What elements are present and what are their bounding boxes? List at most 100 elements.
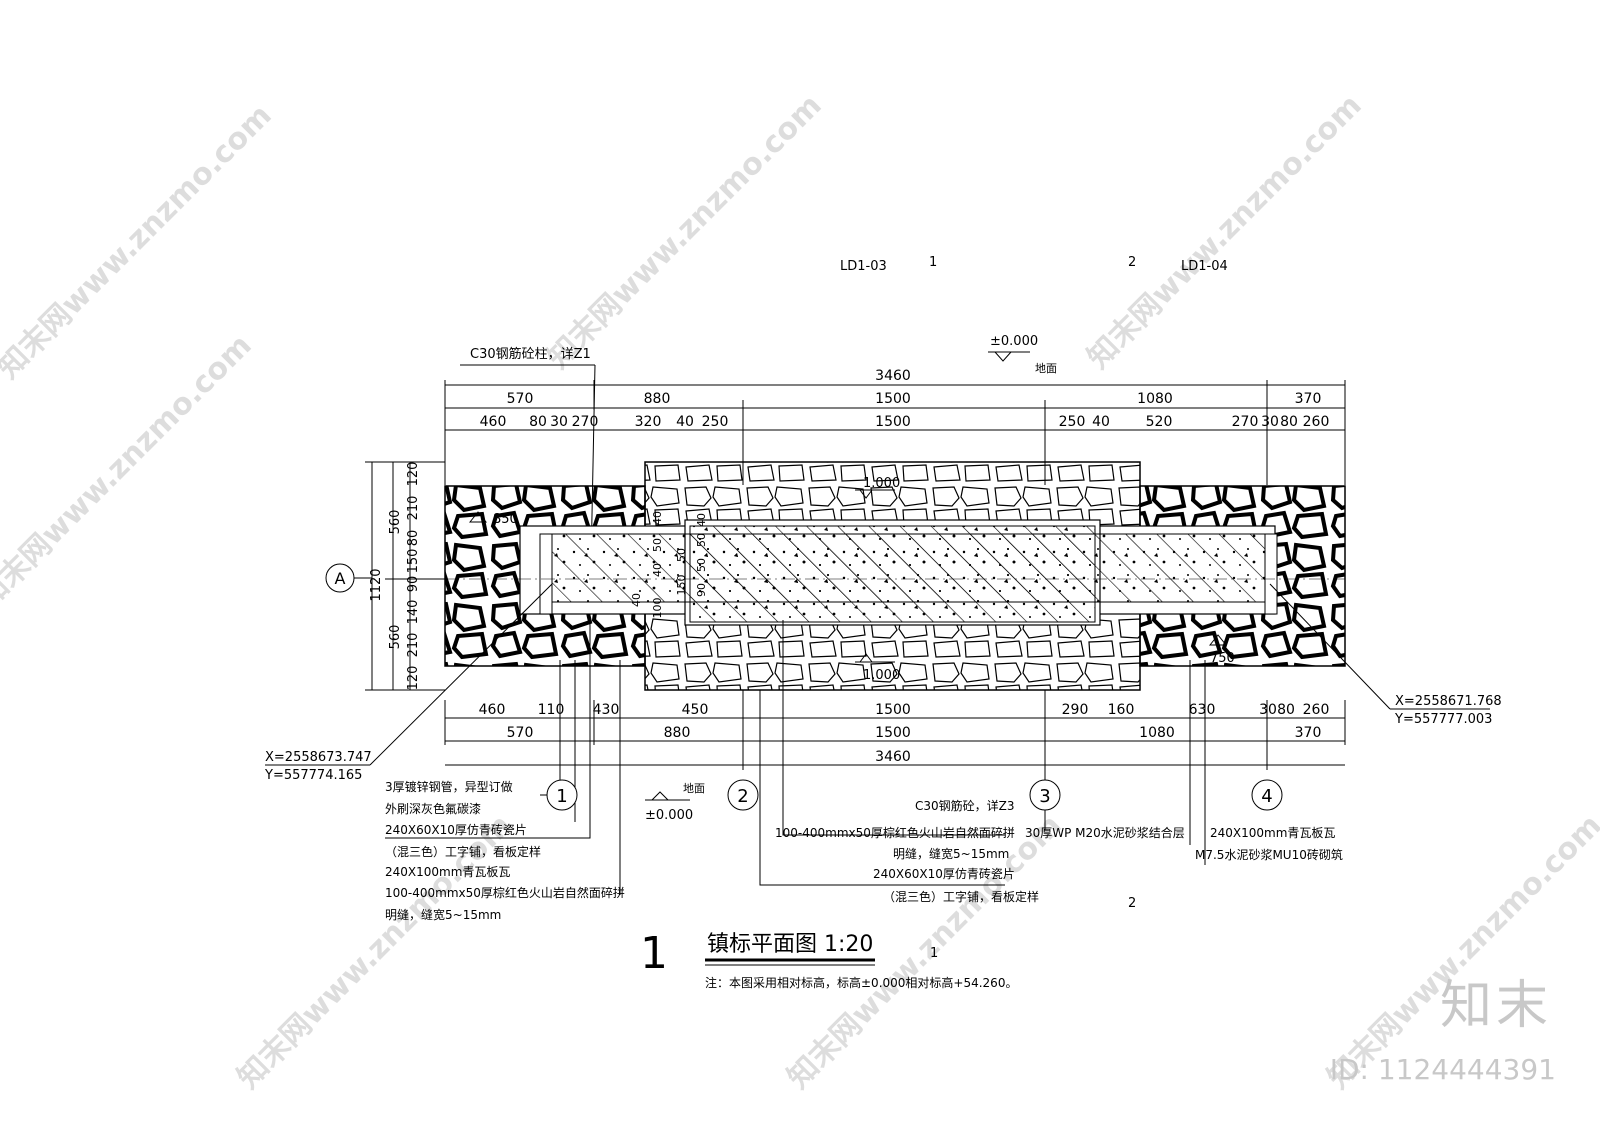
top-dim-1: 570 xyxy=(507,391,534,407)
detail-marker-3: 3 xyxy=(1029,779,1061,811)
inner-dim: 40 xyxy=(651,563,664,577)
bottom-sub-dim: 460 xyxy=(479,702,506,718)
note-line: 240X100mm青瓦板瓦 xyxy=(385,865,510,879)
sheet-ref-right: LD1-04 xyxy=(1181,259,1228,274)
bottom-sub-dim: 630 xyxy=(1189,702,1216,718)
inner-dim: 50 xyxy=(695,558,708,572)
note-line: 240X60X10厚仿青砖瓷片 xyxy=(873,866,1015,881)
coord-right-y: Y=557777.003 xyxy=(1394,712,1492,727)
inner-dim: 150 xyxy=(675,575,688,596)
inner-dim: 90 xyxy=(695,583,708,597)
top-sub-dim: 30 xyxy=(550,414,568,430)
left-seg-dim: 90 xyxy=(406,576,421,593)
detail-marker-1: 1 xyxy=(546,779,578,811)
top-dim-4: 1080 xyxy=(1137,391,1173,407)
bottom-sub-dim: 430 xyxy=(593,702,620,718)
elev-upper: 1.000 xyxy=(863,476,900,491)
note-line: 240X100mm青瓦板瓦 xyxy=(1210,826,1335,840)
top-sub-dim: 270 xyxy=(1232,414,1259,430)
top-sub-dim: 250 xyxy=(702,414,729,430)
note-line: M7.5水泥砂浆MU10砖砌筑 xyxy=(1195,847,1343,862)
left-half-dim: 560 xyxy=(388,510,403,535)
ground-elev-top: ±0.000 xyxy=(990,334,1038,349)
note-three: 30厚WP M20水泥砂浆结合层 xyxy=(1025,825,1185,840)
bottom-sub-dim: 30 xyxy=(1259,702,1277,718)
top-sub-dim: 260 xyxy=(1303,414,1330,430)
note-line: 100-400mmx50厚棕红色火山岩自然面碎拼 xyxy=(385,885,625,900)
note-line: 明缝，缝宽5~15mm xyxy=(385,907,501,922)
sheet-ref-right-num: 2 xyxy=(1128,255,1136,270)
marker-label: 3 xyxy=(1039,786,1050,807)
coord-left-y: Y=557774.165 xyxy=(264,768,362,783)
bottom-dimensions xyxy=(444,690,1346,770)
left-seg-dim: 210 xyxy=(406,496,421,521)
note-mid-top: C30钢筋砼，详Z3 xyxy=(915,798,1015,813)
detail-marker-2: 2 xyxy=(727,779,759,811)
note-line: （混三色）工字铺，看板定样 xyxy=(385,844,541,859)
left-seg-dim: 150 xyxy=(406,549,421,574)
left-seg-dim: 120 xyxy=(406,462,421,487)
sheet-ref-left: LD1-03 xyxy=(840,259,887,274)
axis-marker-a: A xyxy=(325,563,372,593)
top-sub-dim: 460 xyxy=(480,414,507,430)
notes-left: 3厚镀锌钢管，异型订做 外刷深灰色氟碳漆 240X60X10厚仿青砖瓷片 （混三… xyxy=(385,779,625,922)
drawing-title: 1 镇标平面图 1:20 xyxy=(640,928,875,979)
left-seg-dim: 80 xyxy=(406,530,421,547)
top-sub-dim: 270 xyxy=(572,414,599,430)
bottom-sub-dim: 450 xyxy=(682,702,709,718)
inner-dim: 50 xyxy=(651,538,664,552)
top-sub-dim: 320 xyxy=(635,414,662,430)
bottom-sub-dim: 290 xyxy=(1062,702,1089,718)
marker-label: 4 xyxy=(1261,786,1272,807)
inner-dim: 50 xyxy=(675,548,688,562)
top-sub-dim: 40 xyxy=(1092,414,1110,430)
ground-mark-bottom: 地面 ±0.000 xyxy=(645,782,705,823)
elev-left: 850 xyxy=(493,512,518,527)
bottom-sub-dim: 1500 xyxy=(875,702,911,718)
ground-mark-top: ±0.000 地面 xyxy=(988,334,1057,375)
top-sub-dim: 1500 xyxy=(875,414,911,430)
top-dim-3: 1500 xyxy=(875,391,911,407)
inner-dim: 40 xyxy=(630,593,643,607)
left-half-dim: 560 xyxy=(388,625,403,650)
stray-label-two: 2 xyxy=(1128,896,1136,911)
watermark-text: 知末网www.znzmo.com xyxy=(541,88,829,376)
footnote: 注：本图采用相对标高，标高±0.000相对标高+54.260。 xyxy=(705,975,1017,990)
note-line: 240X60X10厚仿青砖瓷片 xyxy=(385,822,527,837)
top-sub-dim: 520 xyxy=(1146,414,1173,430)
watermark-id: ID: 1124444391 xyxy=(1329,1053,1556,1086)
top-dim-2: 880 xyxy=(644,391,671,407)
bottom-dim: 1500 xyxy=(875,725,911,741)
note-line: 100-400mmx50厚棕红色火山岩自然面碎拼 xyxy=(775,825,1015,840)
title-number: 1 xyxy=(640,928,668,979)
stray-label-one: 1 xyxy=(930,946,938,961)
axis-label: A xyxy=(335,569,346,588)
watermark-text: 知末网www.znzmo.com xyxy=(1081,88,1369,376)
watermark-brand: 知末 xyxy=(1439,976,1552,1036)
bottom-sub-dim: 80 xyxy=(1277,702,1295,718)
inner-dim: 40 xyxy=(651,511,664,525)
notes-mid: 100-400mmx50厚棕红色火山岩自然面碎拼 明缝，缝宽5~15mm 240… xyxy=(775,825,1039,904)
top-dimensions xyxy=(444,380,1346,485)
top-total-dim: 3460 xyxy=(875,368,911,384)
note-line: （混三色）工字铺，看板定样 xyxy=(883,889,1039,904)
watermark-text: 知末网www.znzmo.com xyxy=(0,328,259,616)
elev-lower: 1.000 xyxy=(863,668,900,683)
left-dimensions xyxy=(365,461,445,691)
plan-body xyxy=(444,461,1346,691)
sheet-ref-left-num: 1 xyxy=(929,255,937,270)
ground-elev-bottom: ±0.000 xyxy=(645,808,693,823)
bottom-dim: 370 xyxy=(1295,725,1322,741)
bottom-dim: 1080 xyxy=(1139,725,1175,741)
inner-dim: 40 xyxy=(695,513,708,527)
coord-left-x: X=2558673.747 xyxy=(265,750,372,765)
bottom-sub-dim: 110 xyxy=(538,702,565,718)
left-seg-dim: 140 xyxy=(406,600,421,625)
left-seg-dim: 120 xyxy=(406,666,421,691)
detail-marker-4: 4 xyxy=(1251,779,1283,811)
marker-label: 1 xyxy=(556,786,567,807)
bottom-total-dim: 3460 xyxy=(875,749,911,765)
title-text: 镇标平面图 1:20 xyxy=(707,932,873,957)
top-dim-5: 370 xyxy=(1295,391,1322,407)
